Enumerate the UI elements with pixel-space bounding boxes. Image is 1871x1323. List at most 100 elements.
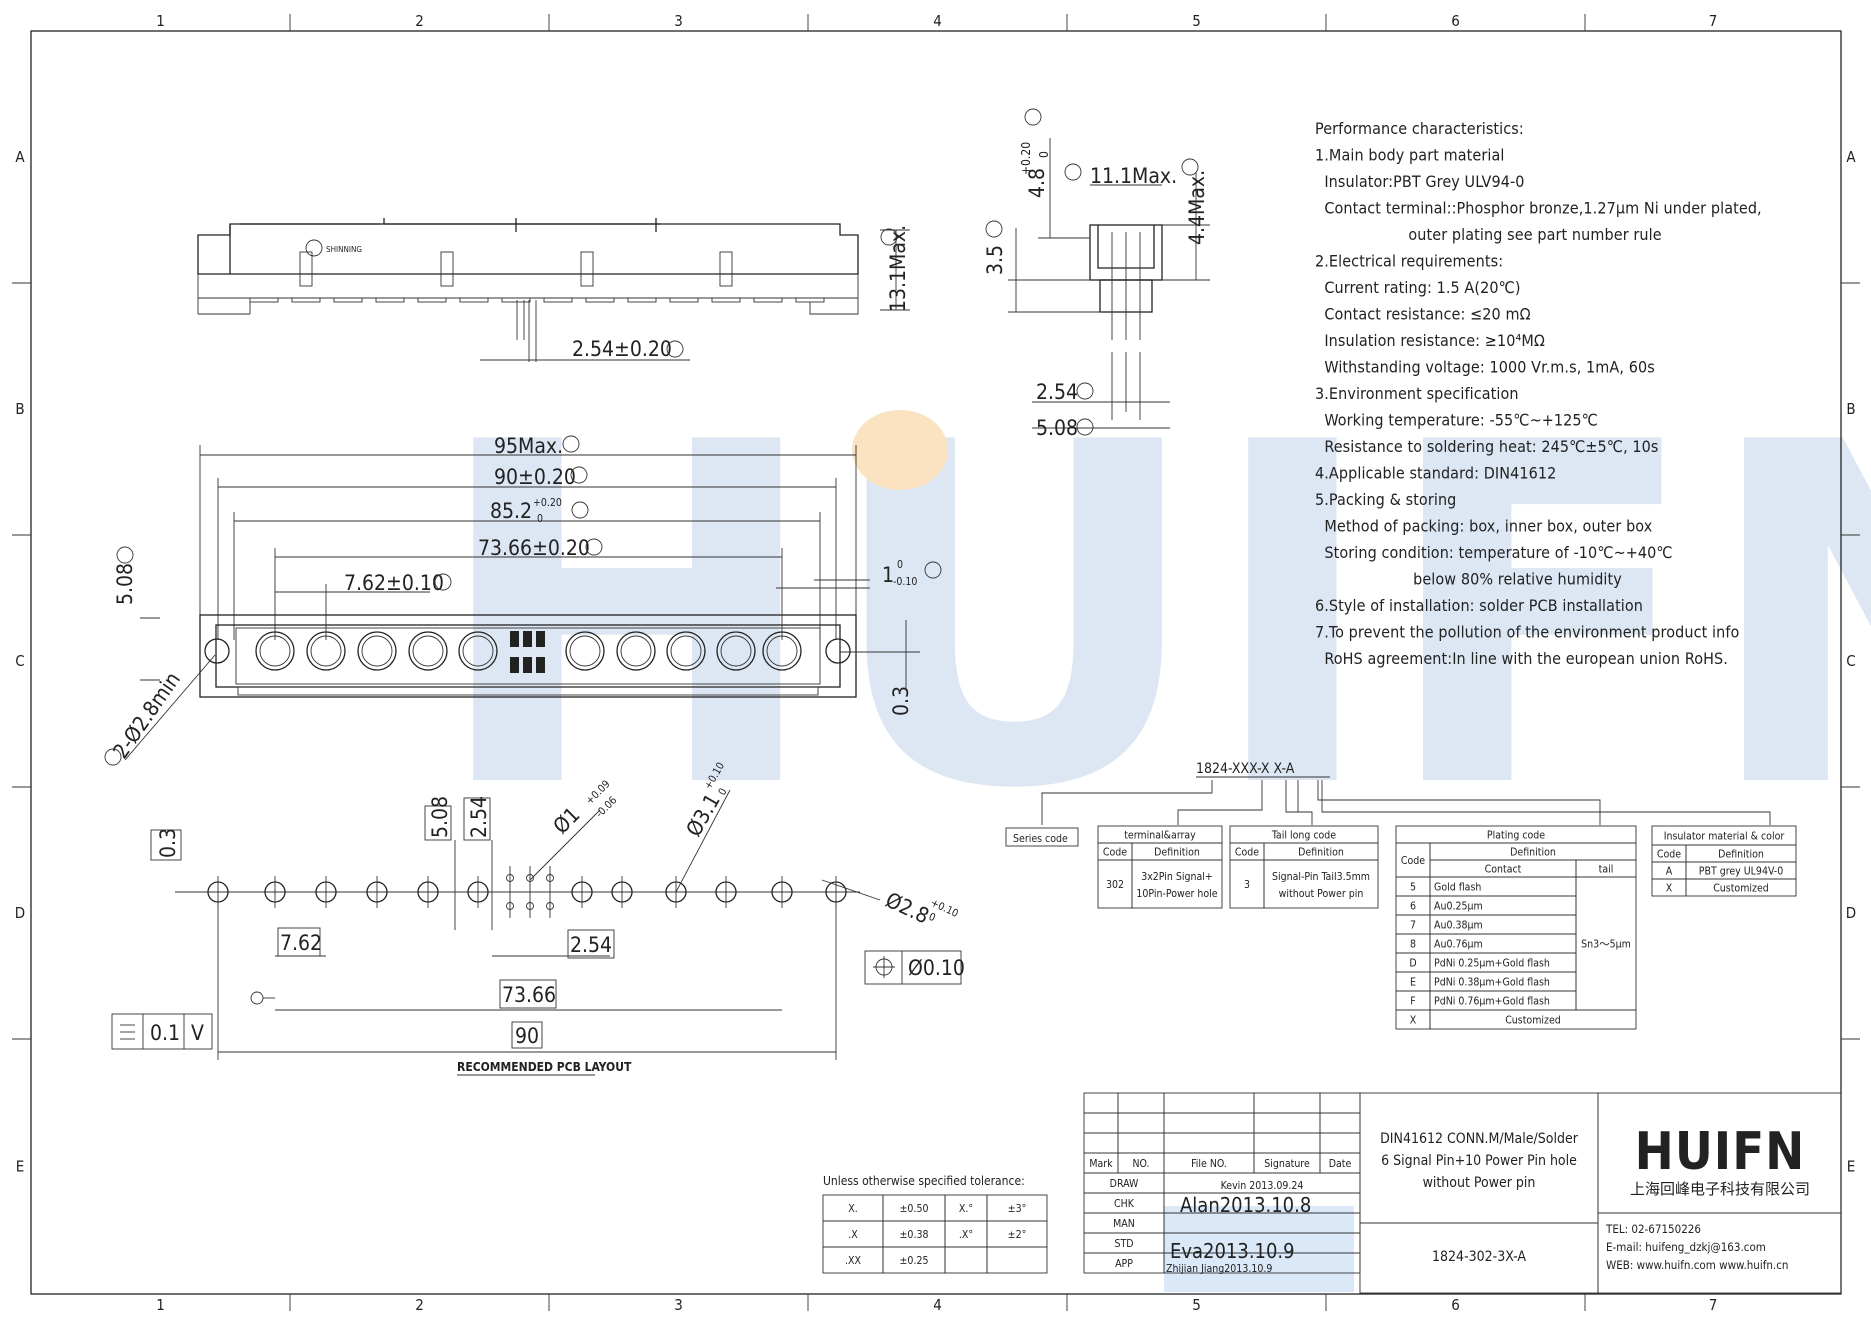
end-top-tol-lower: 0 xyxy=(1037,151,1051,158)
callout-12-icon xyxy=(985,220,1003,238)
end-top-dimension: 4.8 xyxy=(1025,168,1049,198)
zone-col-label: 4 xyxy=(933,12,942,30)
side-pin-2 xyxy=(440,251,454,287)
revision-cell xyxy=(1163,1092,1255,1114)
terminal-row-def-text: 10Pin-Power hole xyxy=(1136,888,1217,900)
part-code-pattern: 1824-XXX-X X-A xyxy=(1196,761,1295,777)
performance-line: Contact resistance: ≤20 mΩ xyxy=(1315,305,1531,324)
callout-2-icon xyxy=(666,340,684,358)
performance-line: Resistance to soldering heat: 245℃±5℃, 1… xyxy=(1315,437,1659,456)
dim-508-text: 5.08 xyxy=(113,563,137,605)
performance-line: 5.Packing & storing xyxy=(1315,490,1456,509)
plating-row-contact-text: PdNi 0.38μm+Gold flash xyxy=(1434,977,1550,989)
performance-line: Insulation resistance: ≥10⁴MΩ xyxy=(1315,331,1545,350)
revision-cell xyxy=(1117,1112,1165,1134)
tolerance-cell-text: X.° xyxy=(959,1203,973,1215)
signal-contact xyxy=(536,657,545,673)
title-block-role-text: DRAW xyxy=(1110,1178,1139,1190)
dim-body-upper: +0.20 xyxy=(533,497,562,509)
flatness-datum: V xyxy=(191,1021,204,1045)
pcb-dim-90: 90 xyxy=(515,1024,539,1048)
pcb-dim-762: 7.62 xyxy=(280,931,322,955)
performance-line: RoHS agreement:In line with the european… xyxy=(1315,649,1728,668)
end-3-5-dimension: 3.5 xyxy=(983,245,1007,275)
std-value: Eva2013.10.9 xyxy=(1170,1239,1295,1263)
plating-row-contact-text: Au0.76μm xyxy=(1434,939,1483,951)
flatness-tolerance-frame xyxy=(111,1013,213,1050)
dim-overall-text: 95Max. xyxy=(494,434,563,458)
terminal-head-code-text: Code xyxy=(1103,847,1127,859)
side-view: SHINNING 2.54±0.20 13.1Max. xyxy=(197,218,910,362)
performance-line: Storing condition: temperature of -10℃~+… xyxy=(1315,543,1673,562)
revision-cell xyxy=(1319,1112,1361,1134)
zone-row-label: D xyxy=(1846,904,1856,922)
insulator-row-code-text: X xyxy=(1666,883,1673,895)
side-pitch-dimension: 2.54±0.20 xyxy=(572,337,672,361)
watermark-text: HUIFN xyxy=(430,344,1871,891)
tolerance-cell-text: X. xyxy=(848,1203,857,1215)
callout-13-icon xyxy=(1024,108,1042,126)
power-contact-hole xyxy=(616,631,656,671)
revision-cell xyxy=(1163,1132,1255,1154)
power-contact-hole xyxy=(306,631,346,671)
pcb-dim-508: 5.08 xyxy=(428,796,452,838)
callout-6-icon xyxy=(585,538,603,556)
power-contact-ring xyxy=(412,635,444,667)
insulator-head-def-text: Definition xyxy=(1718,849,1764,861)
zone-row-label: B xyxy=(1846,400,1855,418)
title-block-role-text: MAN xyxy=(1113,1218,1135,1230)
dim-slot-lower: -0.10 xyxy=(893,576,917,588)
side-tooth xyxy=(543,297,573,303)
zone-col-label: 2 xyxy=(415,12,424,30)
datum-marker-icon xyxy=(250,991,264,1005)
company-email: E-mail: huifeng_dzkj@163.com xyxy=(1606,1240,1766,1254)
power-contact-ring xyxy=(259,635,291,667)
tolerance-table: Unless otherwise specified tolerance:X.±… xyxy=(822,1174,1048,1274)
dim-body-lower: 0 xyxy=(537,513,543,525)
power-contact-hole xyxy=(762,631,802,671)
plating-head-def-text: Definition xyxy=(1510,847,1556,859)
zone-col-label: 6 xyxy=(1451,1296,1460,1314)
zone-col-label: 4 xyxy=(933,1296,942,1314)
callout-15-icon xyxy=(1181,158,1199,176)
side-tooth xyxy=(291,297,321,303)
dim-hole-text: 2-Ø2.8min xyxy=(108,668,185,763)
connector-rail xyxy=(237,686,819,696)
callout-10-icon xyxy=(924,561,942,579)
part-code-leaders xyxy=(1041,780,1771,825)
insulator-row-def-text: PBT grey UL94V-0 xyxy=(1699,866,1783,878)
power-contact-hole xyxy=(357,631,397,671)
dim-03-text: 0.3 xyxy=(889,686,913,716)
brand-mark: SHINNING xyxy=(305,239,362,257)
performance-line: 4.Applicable standard: DIN41612 xyxy=(1315,464,1556,483)
callout-8-icon xyxy=(116,546,134,564)
side-tooth xyxy=(669,297,699,303)
power-contact-hole xyxy=(565,631,605,671)
signal-contact xyxy=(510,631,519,647)
tail-row-def-text: Signal-Pin Tail3.5mm xyxy=(1272,871,1370,883)
plating-row-contact-text: Gold flash xyxy=(1434,882,1481,894)
performance-line: 7.To prevent the pollution of the enviro… xyxy=(1315,623,1739,642)
position-tolerance-value: Ø0.10 xyxy=(908,956,965,980)
tolerance-cell xyxy=(986,1246,1048,1274)
draw-value: Kevin 2013.09.24 xyxy=(1221,1180,1304,1192)
position-tolerance-frame xyxy=(864,950,962,985)
plating-head-contact-text: Contact xyxy=(1485,864,1522,876)
plating-row-code-text: 7 xyxy=(1410,920,1416,932)
zone-row-label: C xyxy=(15,652,24,670)
mount-hole-right xyxy=(825,638,851,664)
tolerance-cell-text: ±3° xyxy=(1008,1203,1027,1215)
part-number: 1824-302-3X-A xyxy=(1432,1249,1526,1265)
tolerance-cell-text: ±0.25 xyxy=(900,1255,929,1267)
brand-name: SHINNING xyxy=(326,245,362,254)
performance-line: below 80% relative humidity xyxy=(1315,570,1622,589)
watermark: HUIFN xyxy=(430,344,1871,891)
dim-slot-text: 1 xyxy=(882,563,894,587)
power-contact-hole xyxy=(408,631,448,671)
callout-14-icon xyxy=(1064,163,1082,181)
side-tooth xyxy=(333,297,363,303)
signal-contact xyxy=(523,631,532,647)
revision-cell xyxy=(1083,1092,1119,1114)
